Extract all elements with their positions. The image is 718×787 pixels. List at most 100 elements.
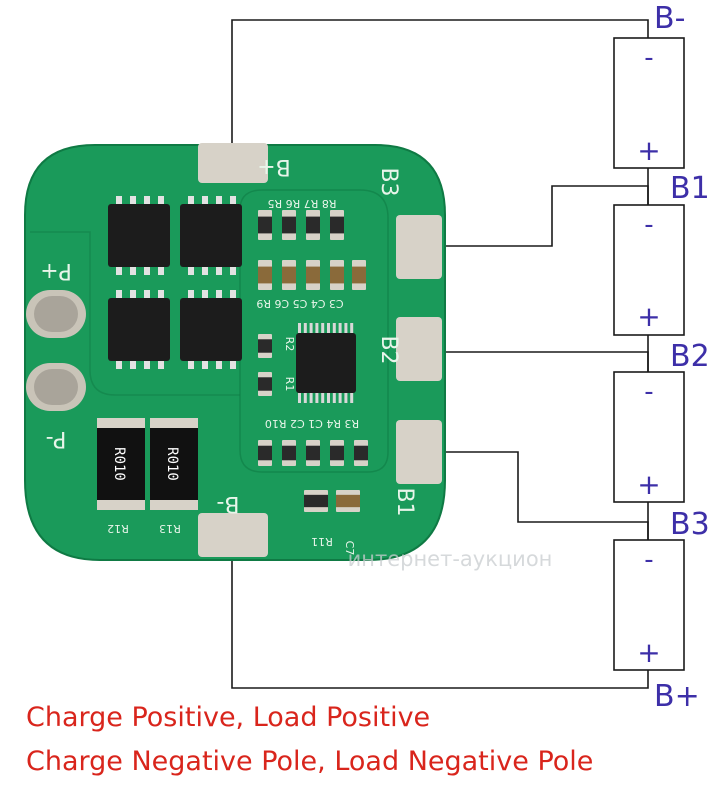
silk-p-plus: P+ (40, 258, 72, 283)
smd-part (336, 490, 360, 512)
smd-body (352, 266, 366, 284)
smd-part (258, 334, 272, 358)
smd-part (306, 210, 320, 240)
mosfet-chip (180, 290, 242, 369)
mosfet-body (180, 204, 242, 267)
silk-b2: B2 (376, 335, 401, 364)
chip-lead (158, 196, 164, 205)
ic-pin (327, 323, 330, 333)
caption-line-1: Charge Positive, Load Positive (26, 702, 431, 733)
ic-pin (298, 393, 301, 403)
battery-cell-1: - + (613, 37, 685, 169)
wiring (231, 19, 649, 689)
battery-cells: - + - + - + - + (613, 37, 685, 671)
chip-lead (188, 196, 194, 205)
controller-ic (296, 323, 356, 403)
cell-1-negative-sign: - (644, 43, 653, 73)
cell-4-negative-sign: - (644, 545, 653, 575)
chip-lead (202, 196, 208, 205)
terminal-labels: B- B1 B2 B3 B+ (654, 1, 710, 714)
pad-b-minus (198, 513, 268, 557)
ic-pin (315, 323, 319, 333)
silk-c-row: C3 C4 C5 C6 R9 (256, 297, 343, 310)
smd-body (330, 266, 344, 284)
watermark-text: интернет-аукцион (348, 547, 553, 571)
cell-1-positive-sign: + (637, 134, 660, 167)
silk-r2: R2 (283, 337, 296, 352)
chip-lead (158, 266, 164, 275)
smd-part (306, 440, 320, 466)
chip-lead (116, 290, 122, 299)
ic-pin (309, 323, 313, 333)
smd-body (282, 216, 296, 234)
ic-pin (309, 393, 313, 403)
silkscreen: B+ B- B3 B2 B1 P+ P- R12 R13 R11 C7 R1 R… (40, 154, 417, 555)
mosfet-body (108, 298, 170, 361)
smd-part (330, 440, 344, 466)
ic-pin (350, 393, 354, 403)
terminal-label-b-minus: B- (654, 1, 685, 36)
smd-part (258, 440, 272, 466)
mosfet-chip (180, 196, 242, 275)
chip-lead (230, 266, 236, 275)
chip-lead (130, 290, 136, 299)
chip-lead (216, 266, 222, 275)
battery-cell-4: - + (613, 539, 685, 671)
smd-body (306, 266, 320, 284)
wire-b-minus (231, 19, 649, 160)
chip-lead (130, 196, 136, 205)
smd-body (330, 216, 344, 234)
smd-body (282, 445, 296, 461)
ic-pin (327, 393, 330, 403)
chip-lead (116, 360, 122, 369)
smd-part (282, 260, 296, 290)
mosfet-chip (108, 196, 170, 275)
silk-c7: C7 (343, 541, 356, 556)
ic-pin (332, 323, 336, 333)
smd-body (258, 377, 272, 391)
ic-pin (344, 323, 348, 333)
shunt-marking-r12: R010 (111, 447, 127, 481)
smd-body (304, 494, 328, 508)
smd-part (330, 210, 344, 240)
chip-lead (144, 266, 150, 275)
ic-pin (298, 323, 301, 333)
silk-b-plus: B+ (257, 154, 291, 179)
mosfet-array (108, 196, 242, 369)
chip-lead (230, 360, 236, 369)
ic-pin (303, 393, 307, 403)
chip-lead (144, 196, 150, 205)
silk-r12: R12 (107, 522, 129, 535)
ic-pin (321, 393, 325, 403)
smd-body (306, 445, 320, 461)
smd-part (304, 490, 328, 512)
chip-lead (188, 266, 194, 275)
smd-part (258, 210, 272, 240)
silk-p-minus: P- (46, 426, 67, 451)
chip-lead (230, 290, 236, 299)
terminal-label-b-plus: B+ (654, 679, 700, 714)
smd-part (354, 440, 368, 466)
bms-circuit-board: R010 R010 B+ B- B3 B2 B1 P+ P- R12 R13 R… (24, 143, 446, 561)
silk-bottom-row: R3 R4 C1 C2 R10 (265, 417, 359, 430)
chip-lead (216, 290, 222, 299)
battery-cell-3: - + (613, 371, 685, 503)
silk-r1: R1 (283, 377, 296, 392)
smd-body (258, 216, 272, 234)
smd-body (354, 445, 368, 461)
wire-b-plus (231, 545, 649, 689)
chip-lead (202, 290, 208, 299)
chip-lead (144, 290, 150, 299)
board-inner-outline (239, 189, 389, 473)
shunt-resistor-r13: R010 (150, 418, 198, 510)
pad-b1 (396, 420, 442, 484)
ic-pin (321, 323, 325, 333)
pin-p-minus (26, 363, 86, 411)
battery-cell-2: - + (613, 204, 685, 336)
chip-lead (130, 360, 136, 369)
smd-body (282, 266, 296, 284)
ic-pin (338, 393, 342, 403)
caption-line-2: Charge Negative Pole, Load Negative Pole (26, 746, 594, 777)
silk-b-minus: B- (216, 491, 239, 516)
